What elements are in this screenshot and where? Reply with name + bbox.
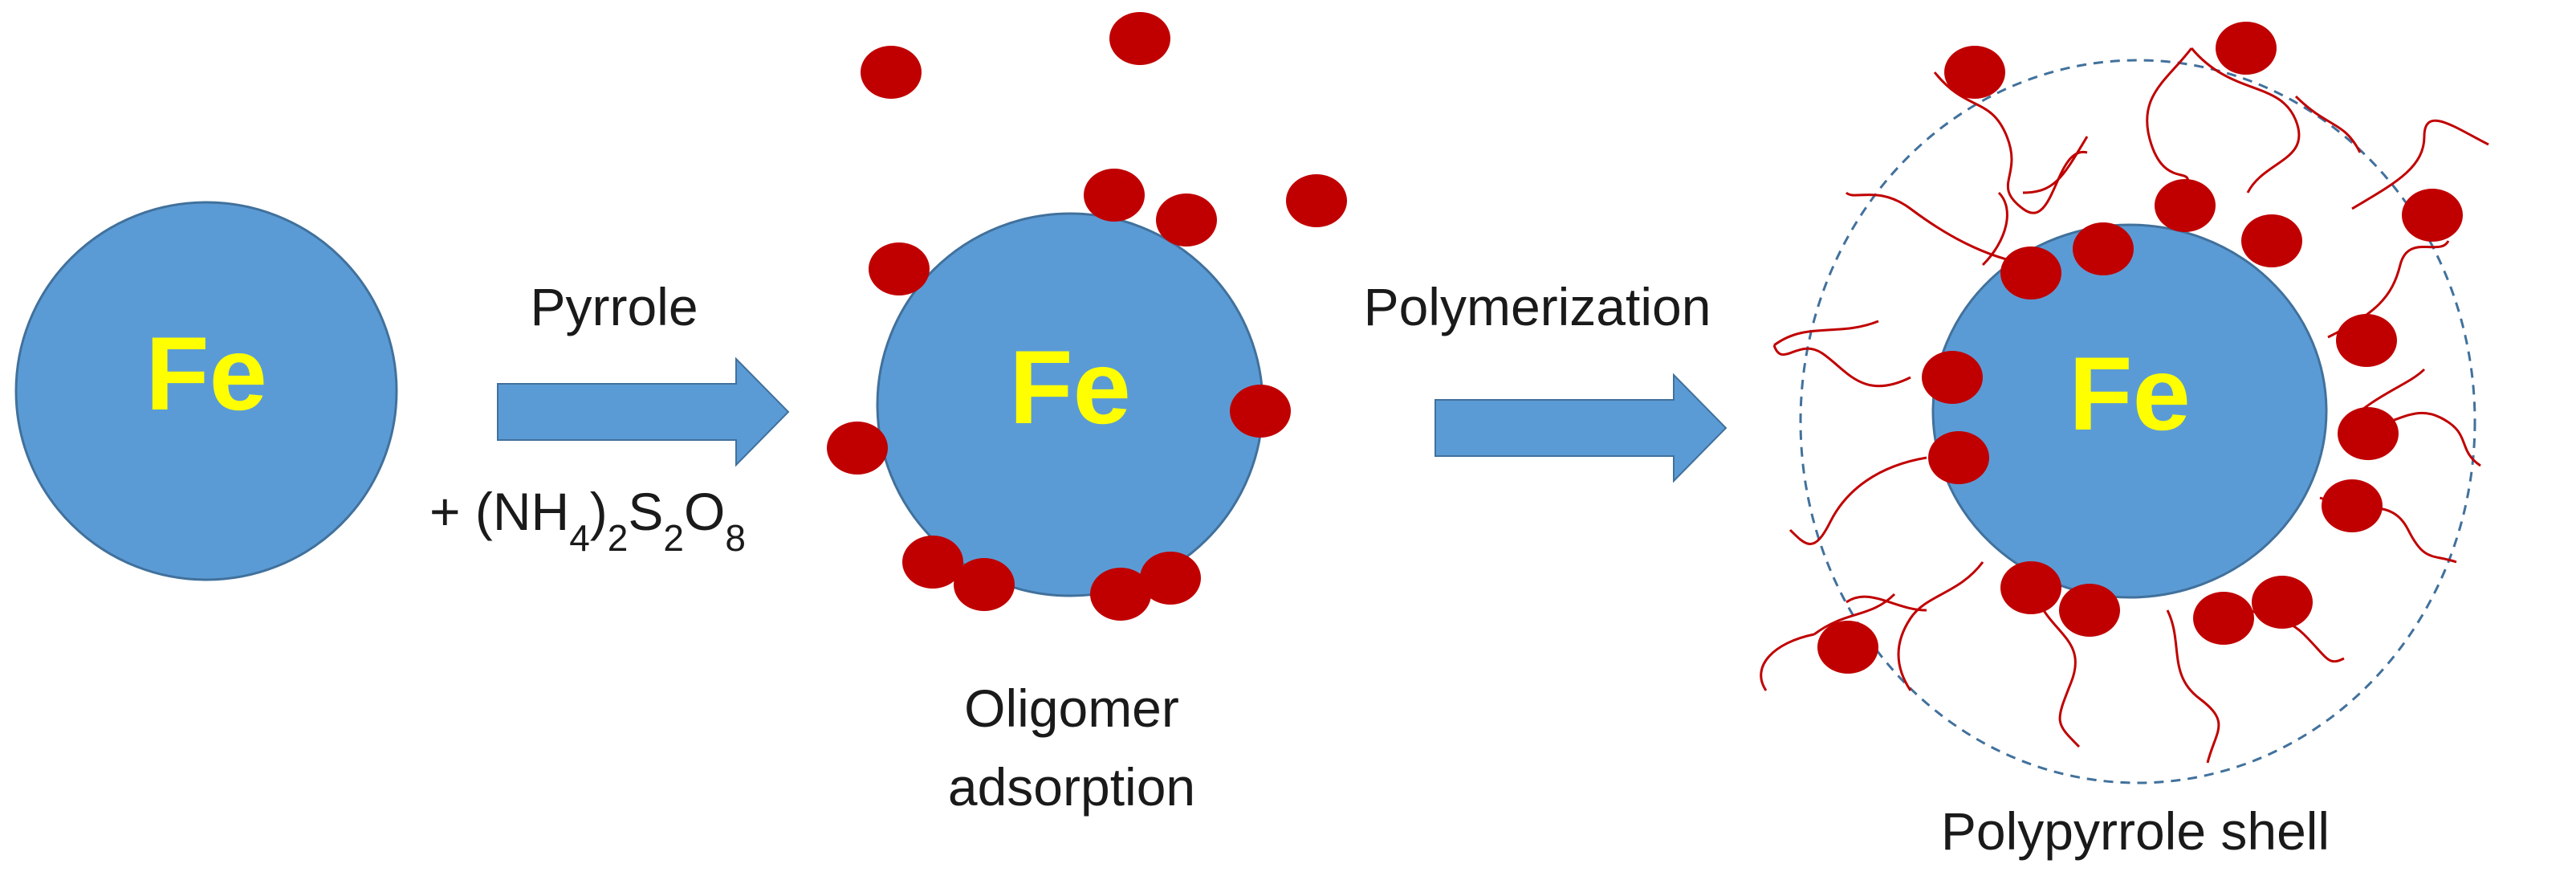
fe-core-1 [14,201,398,581]
stage2-caption-line1: Oligomer [964,678,1179,738]
arrow-step-2 [1435,373,1728,483]
oligomer-dot [861,46,922,99]
polymer-chain [2190,47,2301,194]
oligomer-dot [2000,247,2061,299]
polymer-chain [2294,95,2362,153]
oligomer-dot [2073,222,2134,275]
oligomer-group-stage-3 [1817,22,2463,674]
oligomer-dot [954,558,1015,611]
polymer-chain [2146,47,2193,194]
stage3-caption: Polypyrrole shell [1941,801,2330,861]
oligomer-dot [1090,568,1151,621]
oligomer-dot [2193,592,2254,645]
oligomer-dot [1140,552,1201,605]
fe-particle-oligomer-adsorption: Fe [827,12,1347,621]
polymer-chain [1760,633,1815,691]
oligomer-dot [1928,431,1989,484]
oligomer-dot [1156,194,1217,247]
polymer-chain [1981,191,2008,267]
oligomer-dot [2216,22,2277,75]
polypyrrole-shell-outline [1799,59,2476,784]
fe-label-1: Fe [145,315,267,432]
fe-particle-polypyrrole-shell: Fe [1760,22,2489,784]
fe-particle-bare: Fe [14,201,398,581]
oligomer-dot [2059,584,2120,637]
stage2-caption-line2: adsorption [948,757,1195,817]
oligomer-dot [902,536,963,589]
oligomer-dot [2000,561,2061,614]
fe-core-3 [1931,223,2328,599]
fe-label-2: Fe [1009,328,1131,446]
oligomer-dot [827,422,888,475]
fe-label-3: Fe [2069,335,2191,452]
oligomer-dot [1817,621,1878,674]
oligomer-dot [2155,179,2216,232]
oligomer-group-stage-2 [827,12,1347,621]
polymer-chain [1846,595,1927,612]
polymer-chain [1897,561,1984,691]
polymer-chain [1789,456,1927,545]
oligomer-dot [1109,12,1170,65]
polymer-chain [2022,136,2089,194]
oligomer-dot [1230,385,1291,438]
oligomer-dot [2241,214,2302,267]
polymer-chain [2037,601,2081,748]
polymer-chain [1773,320,1879,347]
oligomer-dot [2252,576,2313,629]
reagent-pyrrole-label: Pyrrole [530,277,698,336]
oligomer-dot [1084,169,1145,222]
oligomer-dot [1286,174,1347,227]
oligomer-dot [2402,189,2463,242]
polymer-chain [2166,609,2220,764]
polymer-chain [1813,593,1896,636]
polymer-chain-group [1760,47,2489,764]
reagent-oxidant-label: + (NH4)2S2O8 [429,482,746,559]
polymer-chain [2351,119,2489,210]
polymer-chain [1845,191,2032,267]
oligomer-dot [1922,351,1983,404]
oligomer-dot [2322,479,2383,532]
oligomer-dot [869,242,930,295]
oligomer-dot [2336,314,2397,367]
oligomer-dot [1944,46,2005,99]
polymer-chain [1772,344,1911,388]
oligomer-dot [2338,407,2399,460]
polymerization-label: Polymerization [1364,277,1711,336]
arrow-step-1 [497,357,790,467]
